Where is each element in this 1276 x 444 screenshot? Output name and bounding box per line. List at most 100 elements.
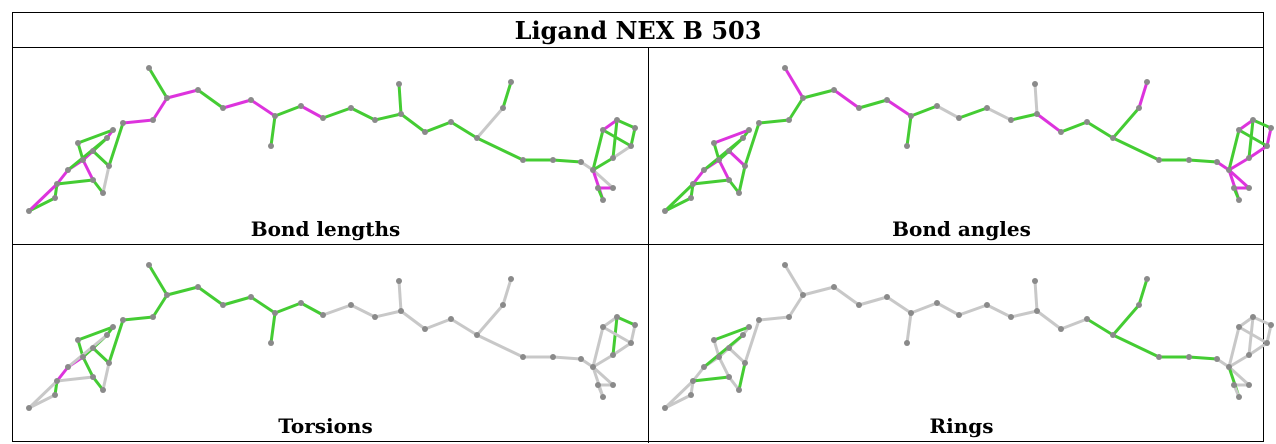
atom-10 (100, 190, 106, 196)
bond-45 (737, 361, 747, 392)
atom-3 (701, 364, 707, 370)
bond-27 (1059, 120, 1089, 134)
atom-32 (520, 157, 526, 163)
bond-46 (712, 325, 751, 342)
bond-angles-molecule (662, 65, 1274, 214)
bond-38 (615, 315, 637, 327)
atom-23 (348, 105, 354, 111)
bond-30 (475, 136, 525, 162)
bond-40 (1227, 325, 1241, 369)
row-divider (13, 244, 1263, 245)
rings-molecule (662, 262, 1274, 411)
atom-11 (106, 163, 112, 169)
bond-31 (501, 277, 513, 307)
bond-45 (737, 164, 747, 195)
atom-26 (396, 81, 402, 87)
atom-36 (610, 155, 616, 161)
atom-1 (52, 195, 58, 201)
bond-40 (591, 128, 605, 172)
bond-30 (1111, 136, 1161, 162)
atom-2 (54, 181, 60, 187)
bond-10 (727, 149, 747, 168)
bond-44 (55, 375, 95, 383)
bond-44 (55, 178, 95, 186)
atom-13 (150, 117, 156, 123)
bond-23 (349, 106, 377, 122)
atom-8 (110, 324, 116, 330)
bond-11 (107, 121, 125, 168)
atom-41 (610, 382, 616, 388)
atom-1 (52, 392, 58, 398)
atom-14 (164, 292, 170, 298)
bond-11 (107, 318, 125, 365)
atom-16 (831, 87, 837, 93)
atom-37 (628, 143, 634, 149)
bond-31 (1137, 80, 1149, 110)
bond-11 (743, 318, 761, 365)
bond-18 (885, 98, 913, 118)
bond-17 (221, 295, 253, 307)
atom-0 (26, 405, 32, 411)
atom-24 (372, 314, 378, 320)
bond-13 (787, 293, 805, 319)
atom-8 (110, 127, 116, 133)
atom-5 (711, 140, 717, 146)
atom-24 (1008, 117, 1014, 123)
atom-42 (595, 185, 601, 191)
bond-46 (76, 325, 115, 342)
bond-17 (857, 98, 889, 110)
atom-37 (628, 340, 634, 346)
bond-21 (299, 104, 325, 120)
bond-22 (957, 303, 989, 317)
atom-39 (614, 314, 620, 320)
atom-17 (220, 105, 226, 111)
bond-36 (1247, 341, 1269, 357)
atom-36 (1246, 352, 1252, 358)
bond-37 (629, 323, 637, 345)
bond-37 (629, 126, 637, 148)
atom-4 (716, 354, 722, 360)
atom-31 (508, 79, 514, 85)
atom-31 (1144, 79, 1150, 85)
atom-3 (701, 167, 707, 173)
bond-28 (1085, 317, 1115, 337)
bond-40 (1227, 128, 1241, 172)
atom-27 (1058, 129, 1064, 135)
atom-40 (1236, 127, 1242, 133)
atom-7 (740, 332, 746, 338)
panel-bond-angles: Bond angles (649, 48, 1274, 245)
bond-lengths-molecule (26, 65, 638, 214)
bond-51 (27, 379, 59, 410)
bond-16 (196, 285, 225, 307)
bond-29 (1111, 106, 1141, 140)
bond-47 (66, 333, 109, 369)
ligand-title: Ligand NEX B 503 (13, 13, 1263, 48)
atom-34 (578, 356, 584, 362)
atom-18 (884, 294, 890, 300)
atom-3 (65, 167, 71, 173)
atom-42 (1231, 382, 1237, 388)
atom-36 (610, 352, 616, 358)
bond-45 (101, 361, 111, 392)
bond-15 (165, 285, 200, 297)
bond-27 (423, 120, 453, 134)
panel-bond-lengths: Bond lengths (13, 48, 638, 245)
bond-48 (611, 315, 619, 357)
bond-26 (1035, 112, 1063, 134)
atom-29 (1110, 135, 1116, 141)
atom-0 (662, 208, 668, 214)
atom-18 (248, 294, 254, 300)
bond-28 (449, 317, 479, 337)
atom-16 (195, 284, 201, 290)
atom-35 (590, 167, 596, 173)
atom-8 (746, 127, 752, 133)
bond-41 (1227, 365, 1251, 387)
bond-12 (121, 118, 155, 125)
bond-51 (663, 182, 695, 213)
atom-21 (298, 300, 304, 306)
atom-16 (195, 87, 201, 93)
bond-48 (611, 118, 619, 160)
atom-22 (956, 115, 962, 121)
atom-4 (80, 157, 86, 163)
panel-rings: Rings (649, 245, 1274, 442)
